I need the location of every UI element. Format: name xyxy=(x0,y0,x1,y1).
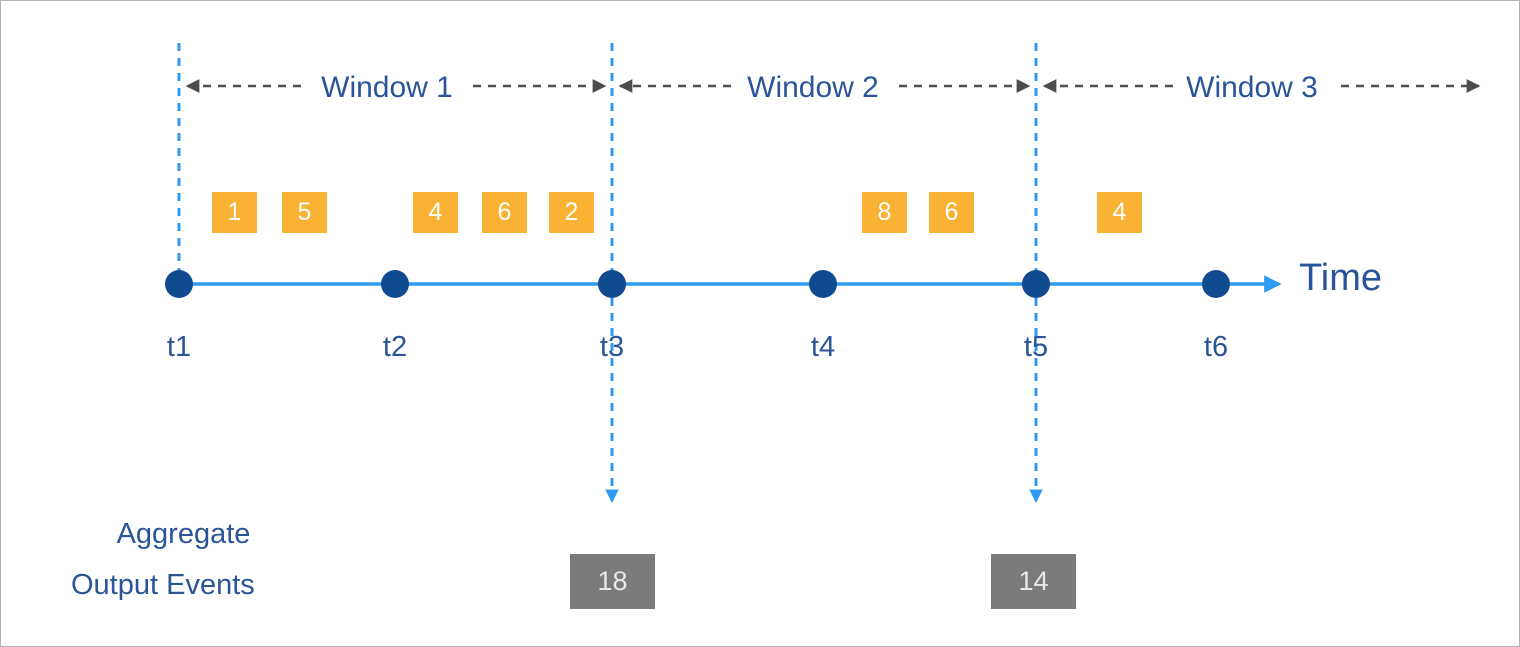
tick-label-t1: t1 xyxy=(166,331,192,363)
output-events-label: Output Events xyxy=(71,569,255,601)
tick-label-t4: t4 xyxy=(810,331,836,363)
input-event-box[interactable]: 2 xyxy=(549,192,594,233)
input-event-box[interactable]: 4 xyxy=(1097,192,1142,233)
input-event-box[interactable]: 6 xyxy=(929,192,974,233)
aggregate-function-line-1: Aggregate xyxy=(116,518,251,551)
input-event-box[interactable]: 4 xyxy=(413,192,458,233)
time-axis-label: Time xyxy=(1299,257,1383,299)
input-event-box[interactable]: 6 xyxy=(482,192,527,233)
input-event-box[interactable]: 5 xyxy=(282,192,327,233)
input-event-box[interactable]: 1 xyxy=(212,192,257,233)
tick-label-t3: t3 xyxy=(599,331,625,363)
time-axis xyxy=(165,270,1282,298)
tick-label-t6: t6 xyxy=(1203,331,1229,363)
tick-label-t2: t2 xyxy=(382,331,408,363)
time-point-t5 xyxy=(1022,270,1050,298)
output-event-box[interactable]: 18 xyxy=(570,554,655,609)
window-1-label: Window 1 xyxy=(321,71,453,104)
time-point-t6 xyxy=(1202,270,1230,298)
input-event-box[interactable]: 8 xyxy=(862,192,907,233)
tick-label-t5: t5 xyxy=(1023,331,1049,363)
output-event-box[interactable]: 14 xyxy=(991,554,1076,609)
time-point-t2 xyxy=(381,270,409,298)
aggregate-function-line-2: Function (Sum) xyxy=(81,639,371,646)
time-point-t3 xyxy=(598,270,626,298)
window-3-label: Window 3 xyxy=(1186,71,1318,104)
time-point-t4 xyxy=(809,270,837,298)
time-point-t1 xyxy=(165,270,193,298)
window-2-label: Window 2 xyxy=(747,71,879,104)
aggregate-function-label: Aggregate Function (Sum) xyxy=(81,429,371,646)
